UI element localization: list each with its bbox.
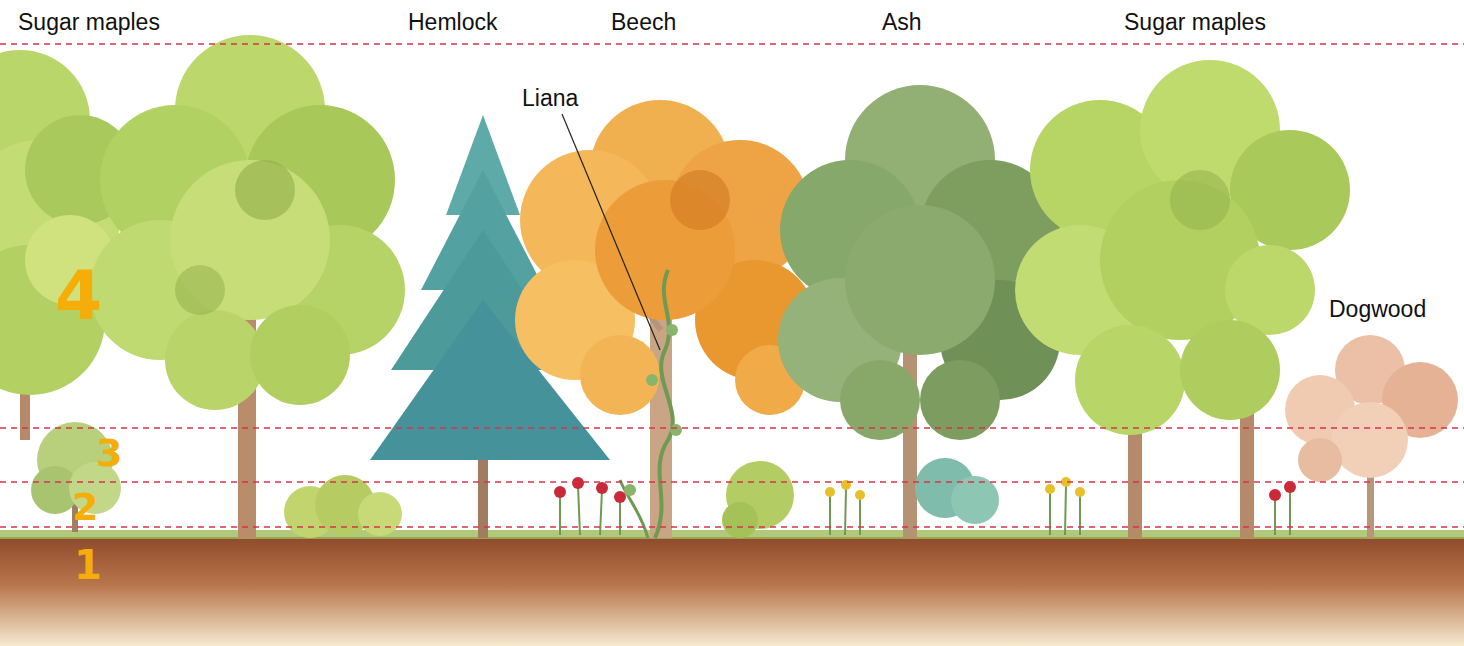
tree-label: Dogwood [1326, 296, 1429, 322]
tree-label: Sugar maples [18, 9, 160, 35]
tree-label: Liana [522, 85, 578, 111]
stratum-boundary [0, 44, 1464, 527]
beech-tree [515, 100, 815, 538]
sugar-maple-tree [90, 35, 405, 538]
sugar-maple-tree [1015, 60, 1350, 538]
callout-number: 4 [55, 262, 102, 330]
tree-label: Hemlock [408, 9, 497, 35]
tree-label: Sugar maples [1124, 9, 1266, 35]
tree-label: Ash [882, 9, 922, 35]
callout-number: 3 [96, 434, 122, 472]
dogwood-tree [1285, 335, 1458, 538]
callout-number: 1 [74, 545, 102, 585]
callout-number: 2 [72, 488, 98, 526]
soil [0, 537, 1464, 646]
shrub [722, 458, 999, 538]
shrub [284, 475, 402, 538]
tree-label: Beech [611, 9, 676, 35]
ash-tree [778, 85, 1060, 538]
leader-line [562, 114, 660, 350]
